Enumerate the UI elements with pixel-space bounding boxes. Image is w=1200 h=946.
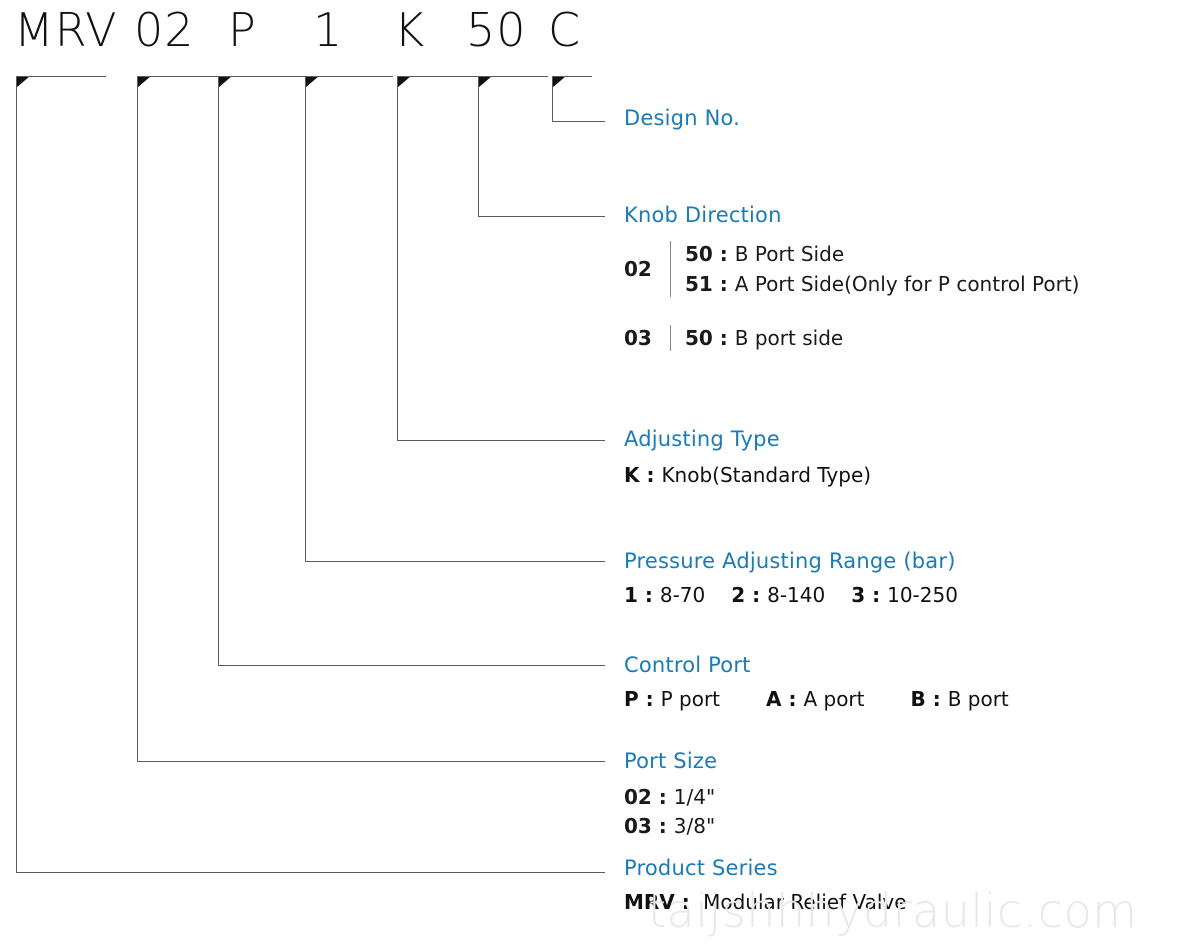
option-key: 1 [624, 583, 638, 607]
option-key: 2 [731, 583, 746, 607]
code-char-adjusting-type: K [394, 3, 426, 57]
section-port-size: Port Size 02 : 1/4" 03 : 3/8" [624, 749, 717, 841]
option-key: K [624, 463, 640, 487]
leader-knob-direction [478, 76, 623, 226]
leader-port-size [137, 76, 617, 766]
port-size-options: 02 : 1/4" 03 : 3/8" [624, 783, 717, 841]
option-sep: : [925, 687, 948, 711]
model-code-row: MRV 02 P 1 K 50 C [0, 0, 620, 66]
option-key: 02 [624, 785, 652, 809]
knob-option-sep: : [712, 272, 735, 296]
section-pressure-range: Pressure Adjusting Range (bar) 1 : 8-70 2… [624, 549, 958, 607]
option-desc: Modular Relief Valve [703, 890, 907, 914]
code-char-knob-direction: 50 [466, 3, 527, 57]
code-char-pressure-range: 1 [313, 3, 344, 57]
pressure-range-options: 1 : 8-70 2 : 8-140 3 : 10-250 [624, 583, 958, 607]
option-item: A : A port [766, 687, 864, 711]
option-sep: : [651, 785, 674, 809]
knob-group-02: 02 50 : B Port Side 51 : A Port Side(Onl… [624, 239, 1079, 299]
option-key: MRV [624, 890, 675, 914]
option-desc: Knob(Standard Type) [661, 463, 872, 487]
option-key: P [624, 687, 639, 711]
option-desc: 8-70 [659, 583, 706, 607]
knob-option-row: 51 : A Port Side(Only for P control Port… [685, 269, 1079, 299]
adjusting-type-options: K : Knob(Standard Type) [624, 463, 871, 487]
option-desc: 1/4" [673, 785, 716, 809]
watermark-text: taijshhhydraulic.com [648, 884, 1138, 938]
option-sep: : [745, 583, 768, 607]
option-sep: : [639, 463, 662, 487]
option-sep: : [781, 687, 804, 711]
option-desc: 8-140 [767, 583, 826, 607]
option-key: 3 [851, 583, 866, 607]
section-title-adjusting-type: Adjusting Type [624, 427, 780, 451]
option-sep: : [651, 814, 674, 838]
option-item: 2 : 8-140 [731, 583, 825, 607]
knob-option-desc: A Port Side(Only for P control Port) [734, 272, 1080, 296]
option-item: K : Knob(Standard Type) [624, 463, 871, 487]
option-sep: : [638, 687, 661, 711]
leader-pressure-range [305, 76, 620, 568]
section-knob-direction: Knob Direction 02 50 : B Port Side 51 : … [624, 203, 1079, 353]
knob-option-key: 51 [685, 272, 713, 296]
option-desc: B port [947, 687, 1009, 711]
code-char-control-port: P [228, 3, 257, 57]
option-desc: 10-250 [887, 583, 958, 607]
knob-group-divider [670, 241, 671, 297]
knob-option-row: 50 : B Port Side [685, 239, 1079, 269]
knob-group-divider [670, 325, 671, 351]
knob-option-desc: B port side [734, 326, 844, 350]
section-title-pressure-range: Pressure Adjusting Range (bar) [624, 549, 956, 573]
knob-option-sep: : [712, 242, 735, 266]
leader-design-no [552, 76, 622, 132]
knob-group-code: 03 [624, 326, 652, 350]
section-title-port-size: Port Size [624, 749, 718, 773]
option-desc: 3/8" [673, 814, 716, 838]
knob-option-key: 50 [685, 242, 713, 266]
option-item: P : P port [624, 687, 720, 711]
option-row: 02 : 1/4" [624, 783, 717, 812]
option-item: 3 : 10-250 [851, 583, 958, 607]
leader-adjusting-type [397, 76, 622, 448]
knob-group-options: 50 : B Port Side 51 : A Port Side(Only f… [685, 239, 1079, 299]
option-row: 03 : 3/8" [624, 812, 717, 841]
option-sep: : [865, 583, 888, 607]
option-desc: P port [660, 687, 721, 711]
section-title-control-port: Control Port [624, 653, 751, 677]
section-control-port: Control Port P : P port A : A port B : B p… [624, 653, 1009, 711]
knob-group-code: 02 [624, 257, 652, 281]
section-adjusting-type: Adjusting Type K : Knob(Standard Type) [624, 427, 871, 487]
code-char-series: MRV [14, 3, 118, 57]
knob-group-options: 50 : B port side [685, 323, 843, 353]
knob-option-row: 50 : B port side [685, 323, 843, 353]
knob-option-desc: B Port Side [734, 242, 845, 266]
section-product-series: Product Series MRV : Modular Relief Valv… [624, 856, 907, 914]
leader-product-series [16, 76, 616, 876]
option-item: B : B port [911, 687, 1009, 711]
knob-option-sep: : [712, 326, 735, 350]
product-series-options: MRV : Modular Relief Valve [624, 890, 907, 914]
option-sep: : [674, 890, 697, 914]
section-title-design-no: Design No. [624, 106, 741, 130]
option-key: B [910, 687, 926, 711]
option-key: 03 [624, 814, 652, 838]
code-char-design-no: C [548, 3, 582, 57]
option-item: 1 : 8-70 [624, 583, 705, 607]
section-title-product-series: Product Series [624, 856, 778, 880]
knob-group-03: 03 50 : B port side [624, 323, 1079, 353]
knob-option-key: 50 [685, 326, 713, 350]
code-char-port-size: 02 [134, 3, 195, 57]
section-title-knob-direction: Knob Direction [624, 203, 782, 227]
section-design-no: Design No. [624, 106, 740, 130]
option-sep: : [637, 583, 660, 607]
option-item: MRV : Modular Relief Valve [624, 890, 907, 914]
leader-control-port [218, 76, 618, 671]
option-key: A [766, 687, 782, 711]
control-port-options: P : P port A : A port B : B port [624, 687, 1009, 711]
option-desc: A port [803, 687, 865, 711]
